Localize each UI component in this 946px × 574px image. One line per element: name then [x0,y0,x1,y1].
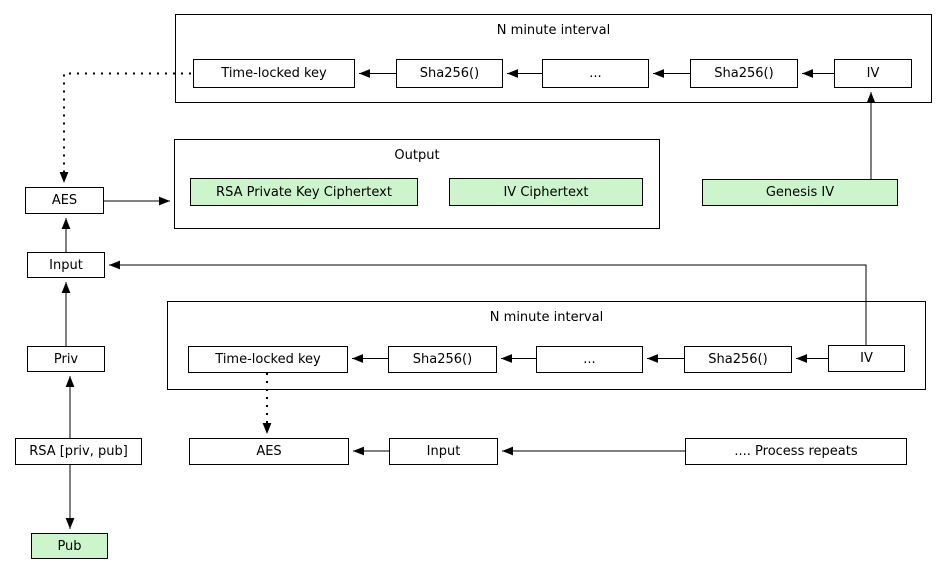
output-container: Output [174,139,660,229]
pub-box: Pub [31,533,108,559]
top-iv-box: IV [834,59,912,88]
second-ellipsis-box: ... [536,346,643,373]
aes-box: AES [25,187,104,214]
second-interval-container: N minute interval [167,301,926,390]
top-interval-container: N minute interval [175,14,932,103]
bottom-input-box: Input [389,438,498,465]
rsa-private-key-ciphertext-box: RSA Private Key Ciphertext [190,178,418,206]
second-interval-label: N minute interval [489,310,604,325]
iv-ciphertext-box: IV Ciphertext [449,178,643,206]
second-time-locked-key-box: Time-locked key [188,346,348,373]
dotted-arrow-timelockedkey1-to-aes [59,72,191,183]
output-label: Output [394,148,440,163]
bottom-aes-box: AES [189,438,349,465]
top-sha256-box-2: Sha256() [690,59,798,88]
priv-box: Priv [27,346,105,372]
second-sha256-box-1: Sha256() [388,346,497,373]
second-iv-box: IV [828,345,905,372]
rsa-keypair-box: RSA [priv, pub] [15,438,142,465]
genesis-iv-box: Genesis IV [702,179,898,206]
second-sha256-box-2: Sha256() [684,346,792,373]
top-ellipsis-box: ... [542,59,649,88]
top-sha256-box-1: Sha256() [396,59,503,88]
top-interval-label: N minute interval [496,23,611,38]
top-time-locked-key-box: Time-locked key [193,59,355,88]
process-repeats-box: .... Process repeats [685,438,907,465]
input-box: Input [27,252,105,278]
